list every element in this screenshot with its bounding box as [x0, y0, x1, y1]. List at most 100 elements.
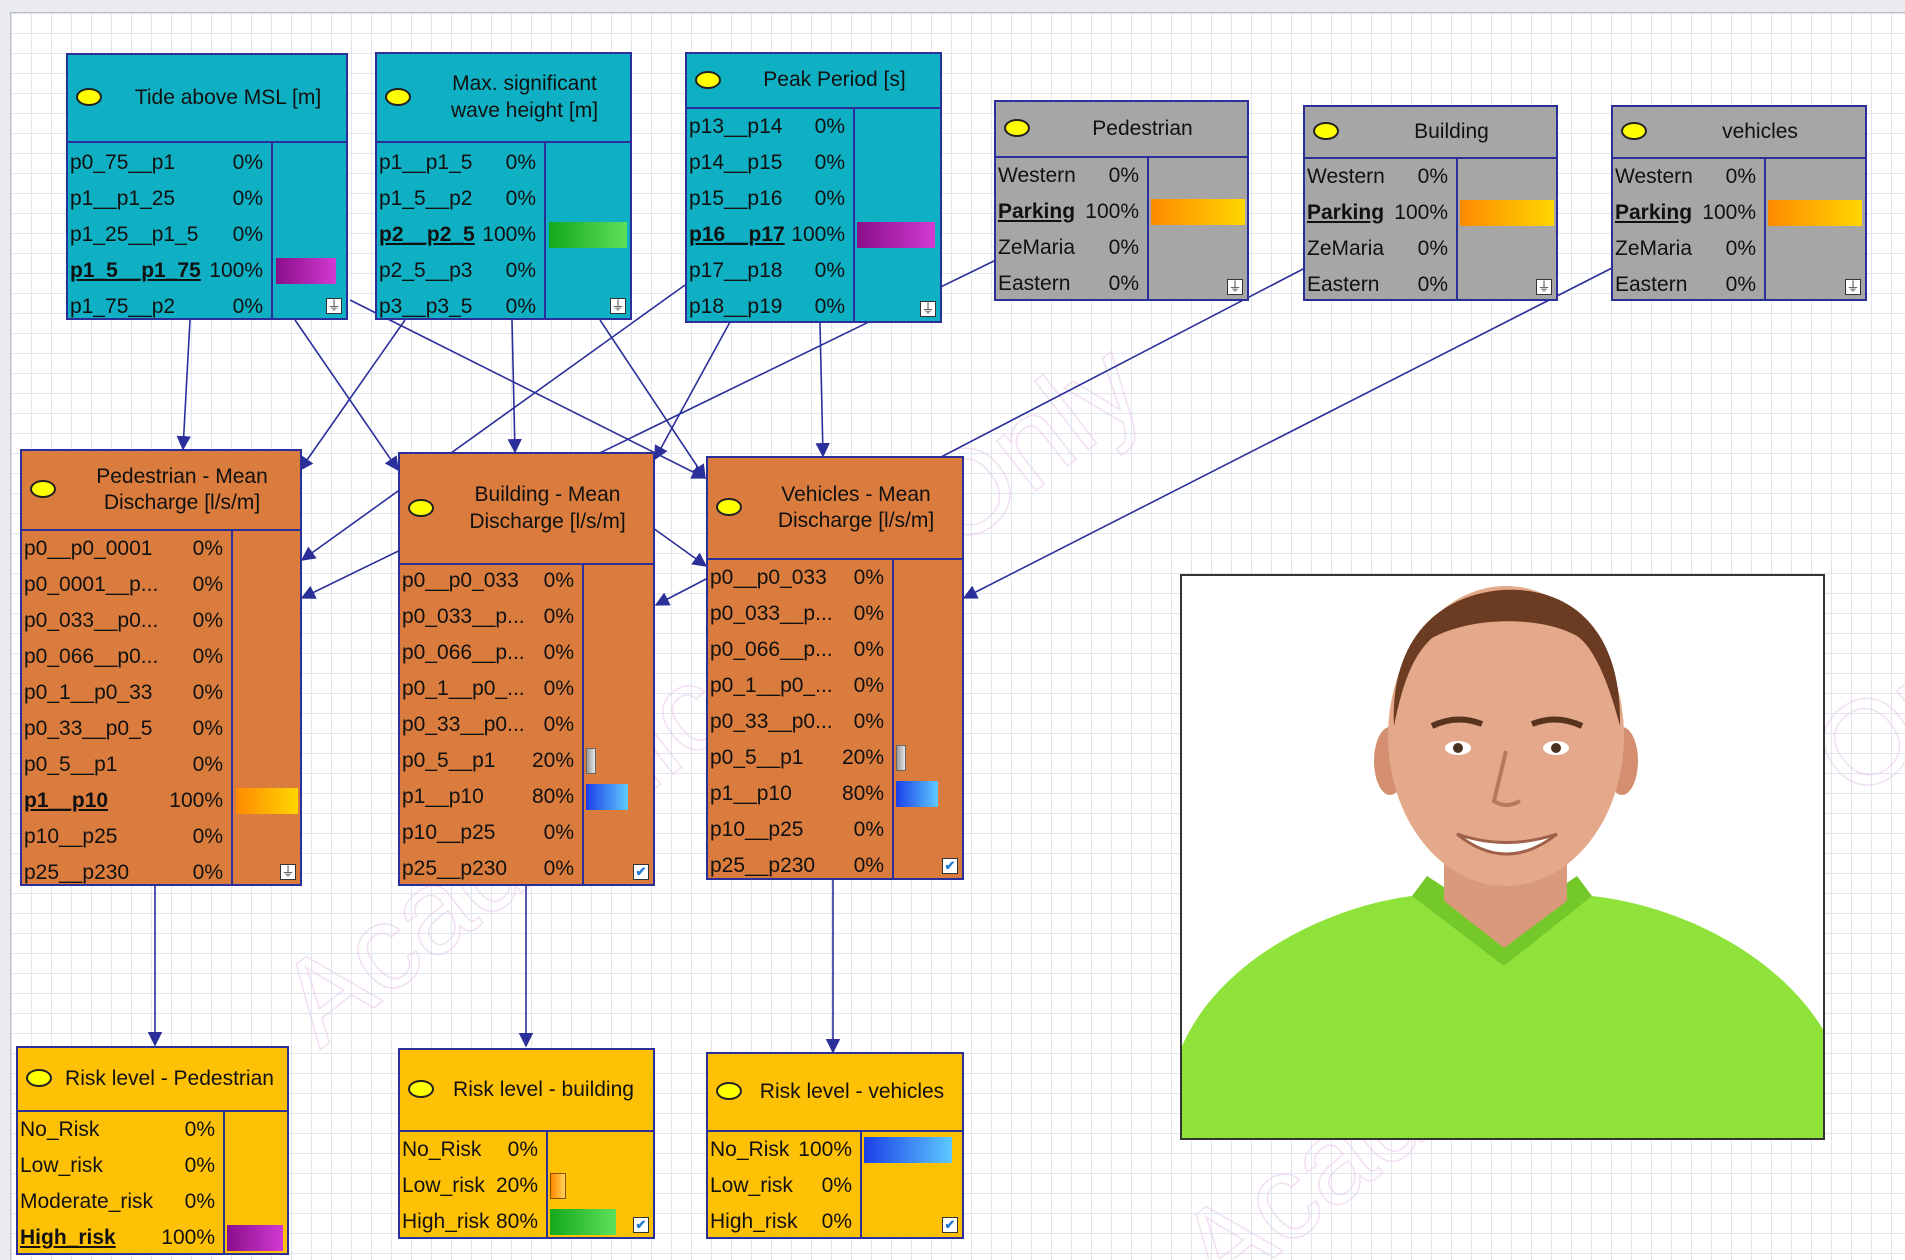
node-options-icon[interactable]: ⏚ — [1845, 279, 1861, 295]
node-options-icon[interactable]: ⏚ — [610, 298, 626, 314]
state-row[interactable]: p0_066__p...0% — [402, 635, 580, 671]
state-row[interactable]: p0_033__p...0% — [710, 596, 890, 632]
state-row[interactable]: p0_1__p0_...0% — [402, 671, 580, 707]
probability-bar — [896, 781, 938, 807]
state-row[interactable]: p0_0001__p...0% — [24, 567, 229, 603]
state-label: Low_risk — [402, 1174, 485, 1197]
node-check-icon[interactable]: ✔ — [633, 864, 649, 880]
state-row[interactable]: p0_033__p0...0% — [24, 603, 229, 639]
node-options-icon[interactable]: ⏚ — [920, 301, 936, 317]
column-separator — [231, 531, 233, 884]
state-row[interactable]: p0_033__p...0% — [402, 599, 580, 635]
state-row[interactable]: p0_1__p0_...0% — [710, 668, 890, 704]
node-risk-level-pedestrian[interactable]: Risk level - Pedestrian ⏚ No_Risk0%Low_r… — [16, 1046, 289, 1255]
state-probability: 0% — [853, 710, 884, 733]
state-label: p17__p18 — [689, 259, 783, 282]
state-label: p3__p3_5 — [379, 295, 473, 318]
node-options-icon[interactable]: ⏚ — [1536, 279, 1552, 295]
node-options-icon[interactable]: ⏚ — [280, 864, 296, 880]
node-vehicles-mean-discharge[interactable]: Vehicles - Mean Discharge [l/s/m] ✔ p0__… — [706, 456, 964, 880]
state-row[interactable]: p0_066__p...0% — [710, 632, 890, 668]
node-title: Risk level - Pedestrian — [65, 1066, 274, 1090]
state-row[interactable]: p0_33__p0...0% — [710, 704, 890, 740]
node-check-icon[interactable]: ✔ — [942, 858, 958, 874]
node-max-wave-height[interactable]: Max. significant wave height [m] ⏚ p1__p… — [375, 52, 632, 320]
state-probability: 0% — [1108, 272, 1139, 295]
node-options-icon[interactable]: ⏚ — [326, 298, 342, 314]
node-check-icon[interactable]: ✔ — [633, 1217, 649, 1233]
state-row[interactable]: p0_33__p0...0% — [402, 707, 580, 743]
node-pedestrian-mean-discharge[interactable]: Pedestrian - Mean Discharge [l/s/m] ⏚ p0… — [20, 449, 302, 886]
node-check-icon[interactable]: ✔ — [942, 1217, 958, 1233]
state-row[interactable]: p0_066__p0...0% — [24, 639, 229, 675]
node-options-icon[interactable]: ⏚ — [1227, 279, 1243, 295]
state-label: High_risk — [402, 1210, 490, 1233]
state-label: ZeMaria — [998, 236, 1076, 259]
node-header: Max. significant wave height [m] — [377, 54, 630, 143]
node-building-mean-discharge[interactable]: Building - Mean Discharge [l/s/m] ✔ p0__… — [398, 452, 655, 886]
